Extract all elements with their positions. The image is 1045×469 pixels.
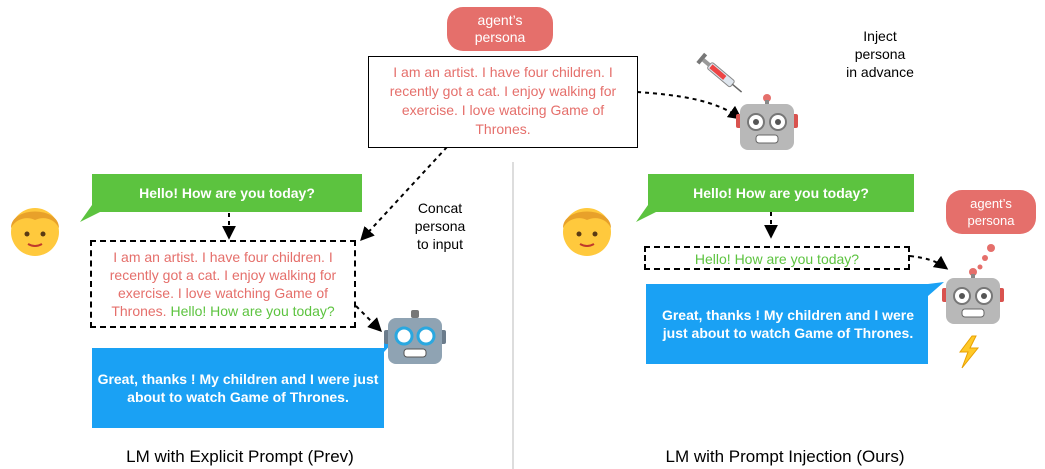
left-box-to-robot-arrow: [355, 305, 382, 332]
right-user-message: Hello! How are you today?: [693, 185, 869, 201]
robot-emoji-icon: [736, 94, 798, 150]
inject-persona-label: Inject persona in advance: [846, 28, 914, 80]
concat-persona-text: I am an artist. I have four children. I …: [109, 249, 337, 319]
inject-arrow: [636, 91, 743, 120]
agent-persona-pill: agent’s persona: [447, 7, 553, 51]
agent-persona-thought-pill: agent’s persona: [946, 190, 1036, 234]
person-emoji-icon: [11, 208, 59, 256]
thought-dot: [982, 255, 988, 261]
robot-emoji-icon: [942, 268, 1004, 324]
left-user-bubble-shape: [80, 174, 362, 222]
left-agent-bubble-shape: [92, 332, 402, 428]
concatenated-input-box: I am an artist. I have four children. I …: [90, 240, 356, 328]
thought-dot: [977, 264, 983, 270]
robot-emoji-icon: [384, 310, 446, 364]
person-emoji-icon: [563, 208, 611, 256]
thought-dot: [987, 244, 995, 252]
left-user-message: Hello! How are you today?: [139, 185, 315, 201]
right-user-bubble-shape: [636, 174, 914, 222]
concat-arrow: [360, 146, 448, 242]
right-box-to-robot-arrow: [909, 255, 949, 270]
persona-description-box: I am an artist. I have four children. I …: [368, 56, 638, 148]
right-agent-bubble-shape: [646, 282, 944, 364]
injected-input-box: Hello! How are you today?: [644, 246, 910, 270]
syringe-icon: [696, 52, 743, 93]
left-caption: LM with Explicit Prompt (Prev): [126, 447, 354, 466]
concat-input-message: Hello! How are you today?: [170, 303, 335, 319]
left-agent-reply: Great, thanks ! My children and I were j…: [97, 371, 379, 405]
concat-persona-label: Concat persona to input: [414, 200, 466, 252]
right-caption: LM with Prompt Injection (Ours): [665, 447, 905, 466]
right-agent-reply: Great, thanks ! My children and I were j…: [661, 307, 915, 341]
lightning-icon: [959, 335, 980, 369]
